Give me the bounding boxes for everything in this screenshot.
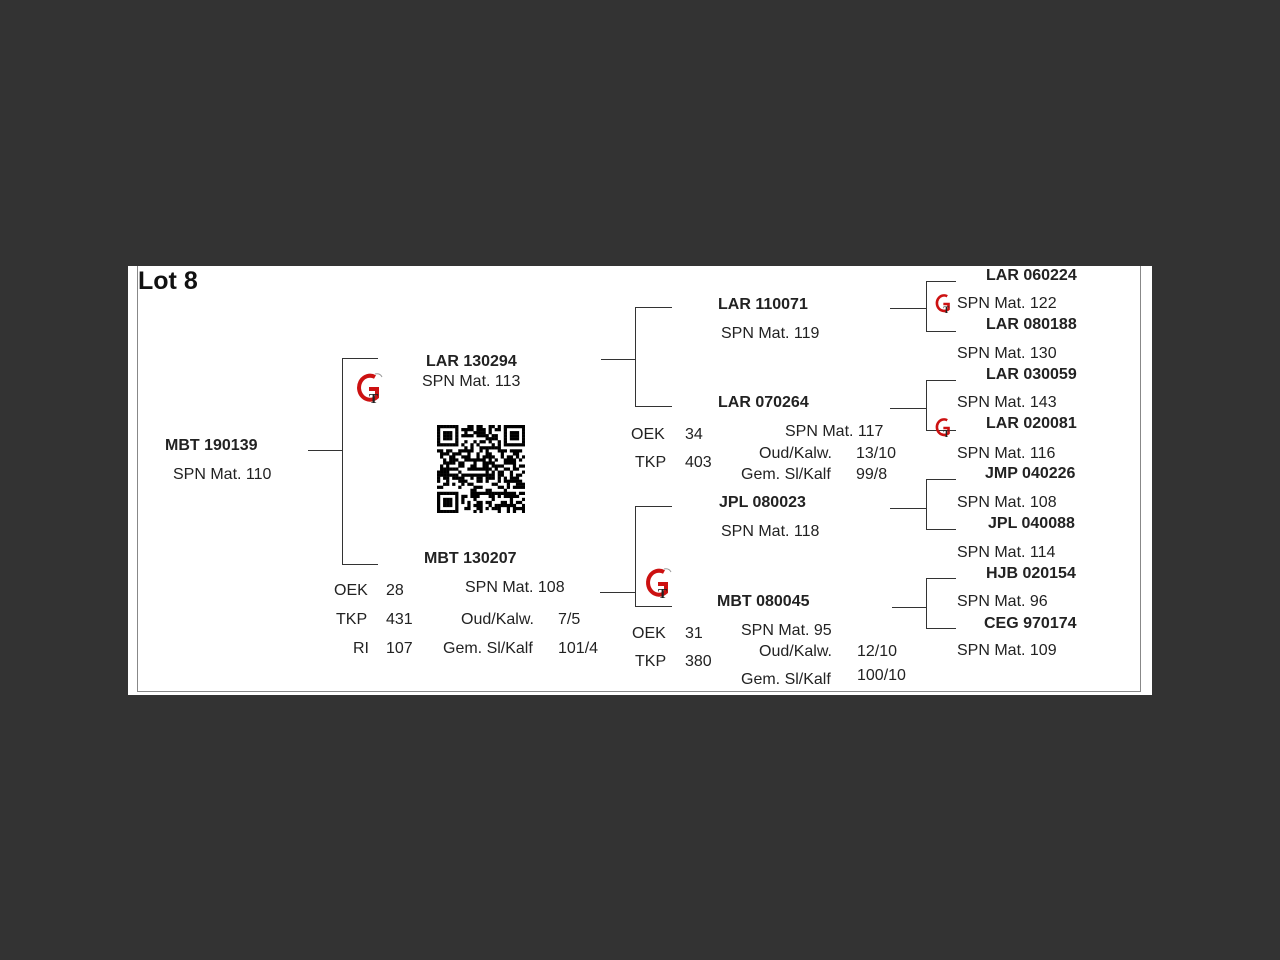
- bracket-ss: [926, 281, 927, 331]
- dam-ri-value: 107: [386, 640, 413, 657]
- connector-gen3-5: [926, 479, 956, 480]
- sheet-border-left: [137, 266, 138, 692]
- dd-name: MBT 080045: [717, 593, 810, 610]
- connector-sd-out: [890, 408, 926, 409]
- connector-sd: [635, 406, 672, 407]
- sd-oud-value: 13/10: [856, 445, 897, 462]
- gt-logo-letter: T: [658, 587, 668, 602]
- connector-gen3-3: [926, 380, 956, 381]
- gen3-spn-3: SPN Mat. 143: [957, 394, 1057, 411]
- gen3-spn-7: SPN Mat. 96: [957, 593, 1048, 610]
- sd-gem-value: 99/8: [856, 466, 888, 483]
- gen3-name-4: LAR 020081: [986, 415, 1077, 432]
- gt-logo-icon: T: [935, 294, 950, 315]
- dam-name: MBT 130207: [424, 550, 517, 567]
- connector-gen3-6: [926, 529, 956, 530]
- gen3-spn-4: SPN Mat. 116: [957, 445, 1056, 462]
- connector-ss-out: [890, 308, 926, 309]
- dam-spn: SPN Mat. 108: [465, 579, 565, 596]
- bracket-sd: [926, 380, 927, 430]
- gen3-spn-8: SPN Mat. 109: [957, 642, 1057, 659]
- bracket-dd: [926, 578, 927, 628]
- animal-spn: SPN Mat. 110: [173, 466, 272, 483]
- gen3-spn-1: SPN Mat. 122: [957, 295, 1057, 312]
- dam-oud-label: Oud/Kalw.: [461, 611, 534, 628]
- connector-ss: [635, 307, 672, 308]
- connector-gen3-1: [926, 281, 956, 282]
- ss-spn: SPN Mat. 119: [721, 325, 820, 342]
- bracket-sire: [635, 307, 636, 406]
- connector-sire: [342, 358, 378, 359]
- gen3-spn-5: SPN Mat. 108: [957, 494, 1057, 511]
- gt-logo-icon: T: [646, 568, 672, 602]
- dam-ri-label: RI: [353, 640, 369, 657]
- sd-oud-label: Oud/Kalw.: [759, 445, 832, 462]
- dam-tkp-value: 431: [386, 611, 413, 628]
- gen3-name-6: JPL 040088: [988, 515, 1075, 532]
- dd-oek-value: 31: [685, 625, 703, 642]
- connector-dd-out: [892, 607, 926, 608]
- connector-dam-out: [600, 592, 635, 593]
- sd-name: LAR 070264: [718, 394, 809, 411]
- connector-gen3-8: [926, 628, 956, 629]
- dd-oek-label: OEK: [632, 625, 666, 642]
- gen3-name-2: LAR 080188: [986, 316, 1077, 333]
- sire-spn: SPN Mat. 113: [422, 373, 521, 390]
- bracket-parents: [342, 358, 343, 564]
- connector-dam: [342, 564, 378, 565]
- dd-oud-value: 12/10: [857, 643, 898, 660]
- lot-title: Lot 8: [138, 267, 198, 295]
- gen3-name-5: JMP 040226: [985, 465, 1076, 482]
- animal-name: MBT 190139: [165, 437, 258, 454]
- gen3-spn-6: SPN Mat. 114: [957, 544, 1056, 561]
- pedigree-sheet: Lot 8 MBT 190139 SPN Mat. 110 LAR 130294…: [128, 266, 1152, 695]
- connector-sire-out: [601, 359, 635, 360]
- qr-code: [437, 425, 525, 513]
- dam-gem-value: 101/4: [558, 640, 599, 657]
- gen3-name-3: LAR 030059: [986, 366, 1077, 383]
- dd-gem-label: Gem. Sl/Kalf: [741, 671, 831, 688]
- sd-oek-value: 34: [685, 426, 703, 443]
- gt-logo-letter: T: [369, 392, 379, 407]
- connector-dd: [635, 606, 672, 607]
- sheet-border-bottom: [137, 691, 1141, 692]
- dd-gem-value: 100/10: [857, 667, 906, 684]
- gt-logo-icon: T: [357, 373, 383, 407]
- gen3-name-8: CEG 970174: [984, 615, 1077, 632]
- sd-tkp-value: 403: [685, 454, 712, 471]
- connector-ds: [635, 506, 672, 507]
- connector-ds-out: [890, 508, 926, 509]
- connector-gen3-4: [926, 430, 956, 431]
- gen3-name-1: LAR 060224: [986, 267, 1077, 284]
- dam-tkp-label: TKP: [336, 611, 368, 628]
- dd-spn: SPN Mat. 95: [741, 622, 832, 639]
- dd-tkp-label: TKP: [635, 653, 667, 670]
- dam-gem-label: Gem. Sl/Kalf: [443, 640, 533, 657]
- sd-oek-label: OEK: [631, 426, 665, 443]
- sd-gem-label: Gem. Sl/Kalf: [741, 466, 831, 483]
- ds-spn: SPN Mat. 118: [721, 523, 820, 540]
- gt-logo-icon: T: [935, 418, 950, 439]
- sire-name: LAR 130294: [426, 353, 517, 370]
- gt-logo-letter: T: [943, 429, 949, 439]
- dam-oek-value: 28: [386, 582, 404, 599]
- sd-spn: SPN Mat. 117: [785, 423, 884, 440]
- sheet-border-right: [1140, 266, 1141, 692]
- dam-oud-value: 7/5: [558, 611, 581, 628]
- ds-name: JPL 080023: [719, 494, 806, 511]
- ss-name: LAR 110071: [718, 296, 808, 313]
- sd-tkp-label: TKP: [635, 454, 667, 471]
- connector-gen3-2: [926, 331, 956, 332]
- connector-gen3-7: [926, 578, 956, 579]
- dd-tkp-value: 380: [685, 653, 712, 670]
- gen3-name-7: HJB 020154: [986, 565, 1076, 582]
- gt-logo-letter: T: [943, 305, 949, 315]
- bracket-ds: [926, 479, 927, 529]
- gen3-spn-2: SPN Mat. 130: [957, 345, 1057, 362]
- connector-animal: [308, 450, 342, 451]
- dam-oek-label: OEK: [334, 582, 368, 599]
- bracket-dam: [635, 506, 636, 606]
- dd-oud-label: Oud/Kalw.: [759, 643, 832, 660]
